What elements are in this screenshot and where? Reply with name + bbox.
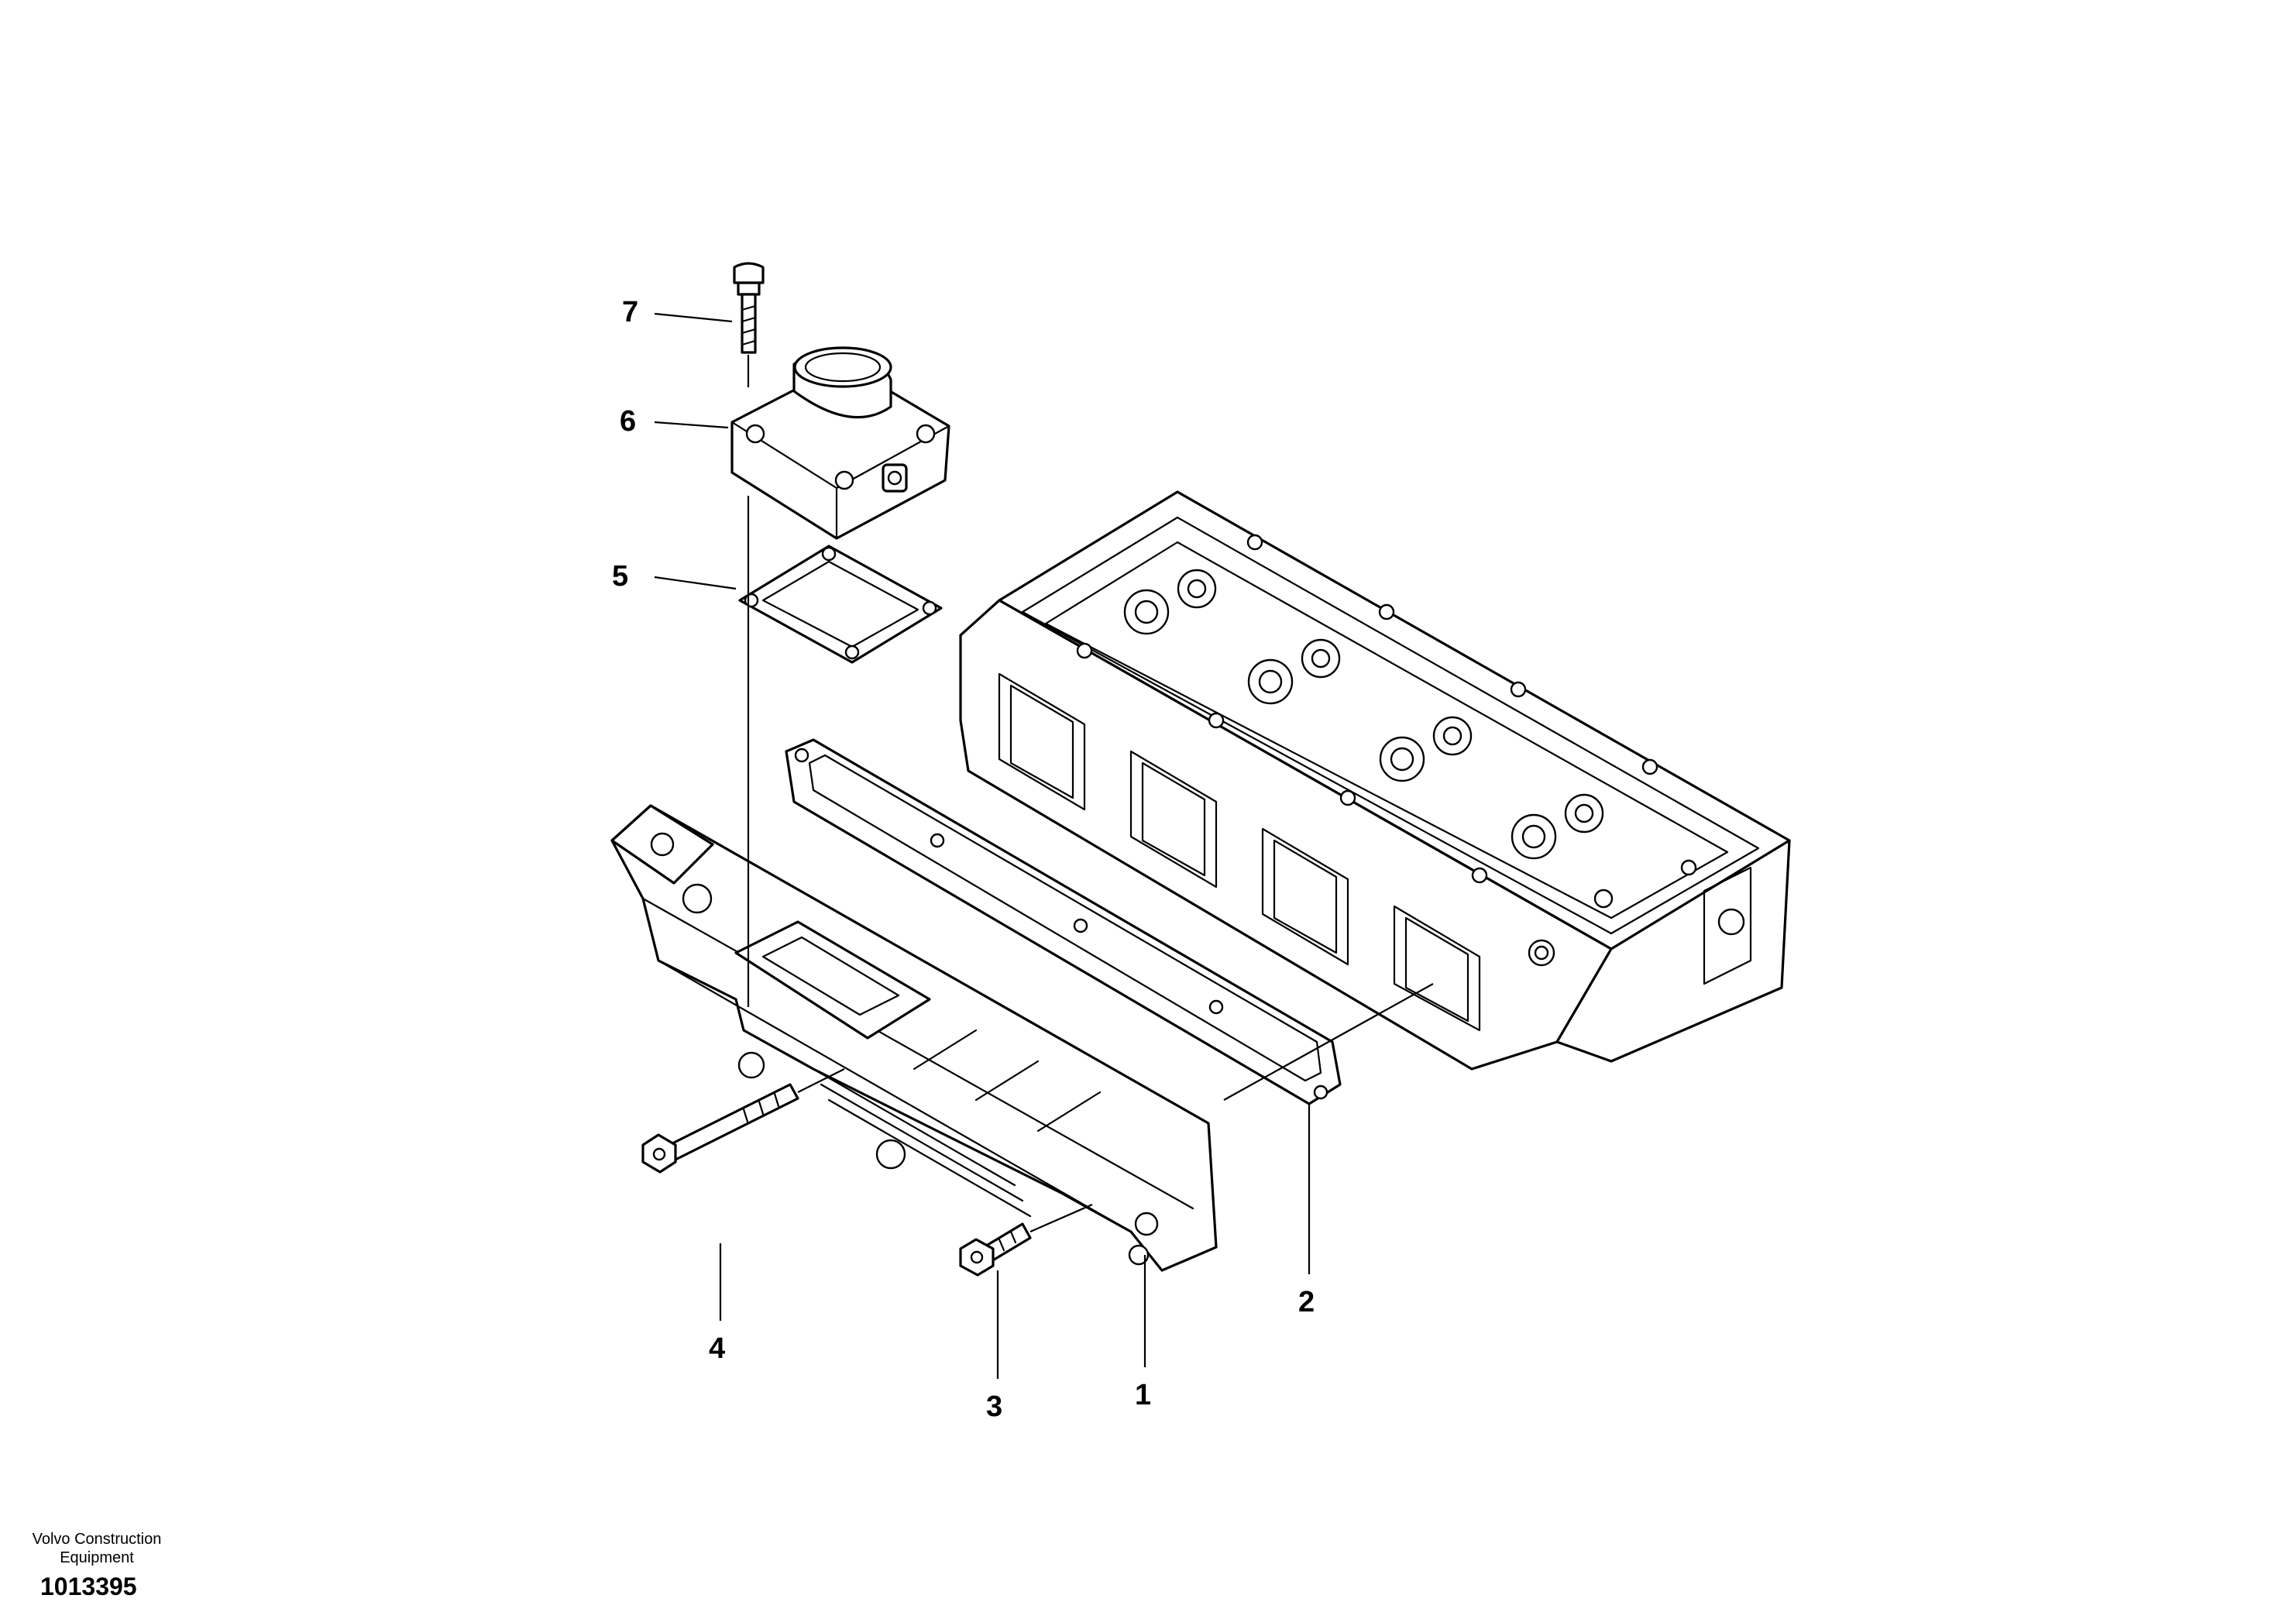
manifold-gasket xyxy=(785,738,1342,1105)
flange-gasket xyxy=(738,545,943,664)
callout-labels: 7 6 5 4 3 1 2 xyxy=(612,296,1315,1423)
callout-3: 3 xyxy=(986,1390,1002,1423)
callout-2: 2 xyxy=(1298,1286,1315,1318)
inlet-flange xyxy=(730,346,950,540)
callout-6: 6 xyxy=(620,405,636,438)
brand-line-2: Equipment xyxy=(60,1549,134,1566)
brand-line-1: Volvo Construction xyxy=(32,1531,162,1548)
callout-7: 7 xyxy=(622,296,638,328)
intake-ports xyxy=(998,672,1481,1032)
intake-manifold xyxy=(610,804,1218,1272)
bolt-3 xyxy=(959,1222,1032,1277)
cylinder-head xyxy=(959,490,1791,1071)
bolt-4 xyxy=(641,1083,799,1174)
callout-5: 5 xyxy=(612,560,628,593)
image-id: 1013395 xyxy=(40,1573,137,1600)
bolt-7 xyxy=(733,262,765,354)
alignment-lines xyxy=(747,355,1434,1233)
valve-bosses xyxy=(1076,534,1697,909)
callout-leaders xyxy=(654,312,1311,1379)
callout-1: 1 xyxy=(1135,1379,1151,1411)
brand-caption: Volvo Construction Equipment xyxy=(15,1530,178,1567)
callout-4: 4 xyxy=(709,1332,725,1365)
